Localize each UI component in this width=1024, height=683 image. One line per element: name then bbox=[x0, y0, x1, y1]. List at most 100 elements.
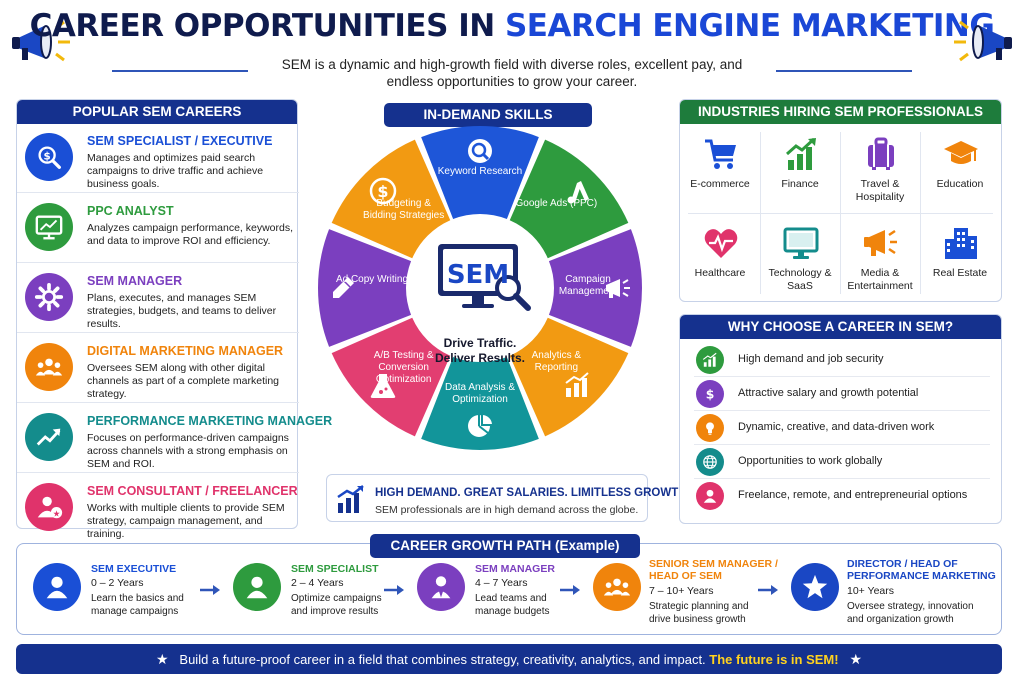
suitcase-icon bbox=[863, 136, 899, 172]
step-years: 0 – 2 Years bbox=[91, 577, 144, 589]
arrow-right-icon bbox=[383, 583, 405, 595]
skills-heading: IN-DEMAND SKILLS bbox=[384, 103, 592, 127]
chart-monitor-icon bbox=[25, 203, 73, 251]
career-item: PPC ANALYST Analyzes campaign performance… bbox=[17, 194, 299, 263]
why-item: $Attractive salary and growth potential bbox=[694, 377, 990, 411]
search-dollar-icon: $ bbox=[25, 133, 73, 181]
svg-text:$: $ bbox=[44, 150, 51, 162]
step-years: 2 – 4 Years bbox=[291, 577, 344, 589]
skill-segment bbox=[331, 317, 451, 437]
svg-text:$: $ bbox=[706, 388, 715, 402]
page-subtitle: SEM is a dynamic and high-growth field w… bbox=[281, 57, 743, 89]
arrow-right-icon bbox=[559, 583, 581, 595]
step-title: SENIOR SEM MANAGER /HEAD OF SEM bbox=[649, 558, 778, 582]
industry-item: Travel & Hospitality bbox=[840, 124, 920, 210]
manager-icon bbox=[417, 563, 465, 611]
growth-heading: CAREER GROWTH PATH (Example) bbox=[370, 534, 640, 558]
center-label: SEM bbox=[446, 260, 510, 290]
industries-panel: INDUSTRIES HIRING SEM PROFESSIONALS E-co… bbox=[679, 99, 1002, 302]
career-title: SEM CONSULTANT / FREELANCER bbox=[87, 484, 298, 498]
why-text: High demand and job security bbox=[738, 353, 884, 365]
career-desc: Oversees SEM along with other digital ch… bbox=[87, 362, 280, 400]
google-ads-icon bbox=[563, 177, 591, 205]
career-item: PERFORMANCE MARKETING MANAGER Focuses on … bbox=[17, 404, 332, 473]
building-icon bbox=[943, 225, 979, 261]
career-title: PERFORMANCE MARKETING MANAGER bbox=[87, 414, 333, 428]
why-text: Freelance, remote, and entrepreneurial o… bbox=[738, 489, 968, 501]
dollar-coin-icon: $ bbox=[369, 177, 397, 205]
megaphone-icon bbox=[954, 20, 1012, 62]
gear-icon bbox=[25, 273, 73, 321]
industry-label: Technology & SaaS bbox=[768, 267, 832, 292]
skill-label: Keyword Research bbox=[437, 166, 523, 177]
skill-segment bbox=[318, 229, 412, 347]
step-title: SEM MANAGER bbox=[475, 563, 555, 575]
heart-pulse-icon bbox=[703, 225, 739, 261]
careers-heading: POPULAR SEM CAREERS bbox=[17, 100, 297, 124]
why-item: Freelance, remote, and entrepreneurial o… bbox=[694, 479, 990, 513]
career-title: PPC ANALYST bbox=[87, 204, 174, 218]
career-title: SEM MANAGER bbox=[87, 274, 183, 288]
career-desc: Works with multiple clients to provide S… bbox=[87, 502, 285, 540]
skill-segment bbox=[421, 356, 539, 451]
skill-segment bbox=[548, 229, 642, 347]
step-years: 10+ Years bbox=[847, 585, 895, 597]
footer-text: Build a future-proof career in a field t… bbox=[179, 652, 706, 667]
person-icon bbox=[233, 563, 281, 611]
footer-banner: ★ Build a future-proof career in a field… bbox=[16, 644, 1002, 674]
why-text: Opportunities to work globally bbox=[738, 455, 883, 467]
industry-item: Education bbox=[920, 124, 1000, 210]
career-desc: Focuses on performance-driven campaigns … bbox=[87, 432, 289, 470]
cart-icon bbox=[703, 136, 739, 172]
star-icon: ★ bbox=[849, 651, 862, 667]
monitor-icon bbox=[783, 225, 819, 261]
person-icon bbox=[696, 482, 724, 510]
industry-item: Healthcare bbox=[680, 213, 760, 299]
industry-label: Finance bbox=[781, 178, 819, 190]
megaphone-icon bbox=[12, 20, 70, 62]
globe-icon bbox=[696, 448, 724, 476]
why-item: Opportunities to work globally bbox=[694, 445, 990, 479]
industry-label: Real Estate bbox=[932, 267, 988, 279]
footer-highlight: The future is in SEM! bbox=[709, 652, 839, 667]
monitor-search-icon bbox=[438, 244, 531, 311]
skill-label: Google Ads (PPC) bbox=[515, 197, 598, 209]
lightbulb-icon bbox=[696, 414, 724, 442]
why-text: Dynamic, creative, and data-driven work bbox=[738, 421, 935, 433]
careers-panel: POPULAR SEM CAREERS $ SEM SPECIALIST / EX… bbox=[16, 99, 332, 540]
arrow-right-icon bbox=[199, 583, 221, 595]
step-years: 7 – 10+ Years bbox=[649, 585, 714, 597]
star-icon bbox=[791, 563, 839, 611]
bar-chart-icon bbox=[563, 371, 591, 399]
industry-item: Technology & SaaS bbox=[760, 213, 840, 299]
skill-segment bbox=[421, 126, 539, 220]
trend-up-icon bbox=[25, 413, 73, 461]
pie-chart-icon bbox=[466, 411, 495, 439]
industry-label: E-commerce bbox=[690, 178, 750, 190]
consultant-icon: ★ bbox=[25, 483, 73, 531]
why-item: Dynamic, creative, and data-driven work bbox=[694, 411, 990, 445]
megaphone-icon bbox=[603, 274, 631, 302]
person-icon bbox=[33, 563, 81, 611]
star-icon: ★ bbox=[156, 651, 169, 667]
grad-cap-icon bbox=[943, 136, 979, 172]
career-title: SEM SPECIALIST / EXECUTIVE bbox=[87, 134, 273, 148]
arrow-right-icon bbox=[757, 583, 779, 595]
search-icon bbox=[466, 137, 494, 165]
industries-heading: INDUSTRIES HIRING SEM PROFESSIONALS bbox=[680, 100, 1001, 124]
why-item: High demand and job security bbox=[694, 343, 990, 377]
center-tagline-1: Drive Traffic. bbox=[443, 336, 517, 350]
flask-icon bbox=[369, 371, 397, 399]
career-desc: Analyzes campaign performance, keywords,… bbox=[87, 222, 294, 247]
demand-title: HIGH DEMAND. GREAT SALARIES. LIMITLESS G… bbox=[375, 487, 690, 499]
industry-item: Finance bbox=[760, 124, 840, 210]
